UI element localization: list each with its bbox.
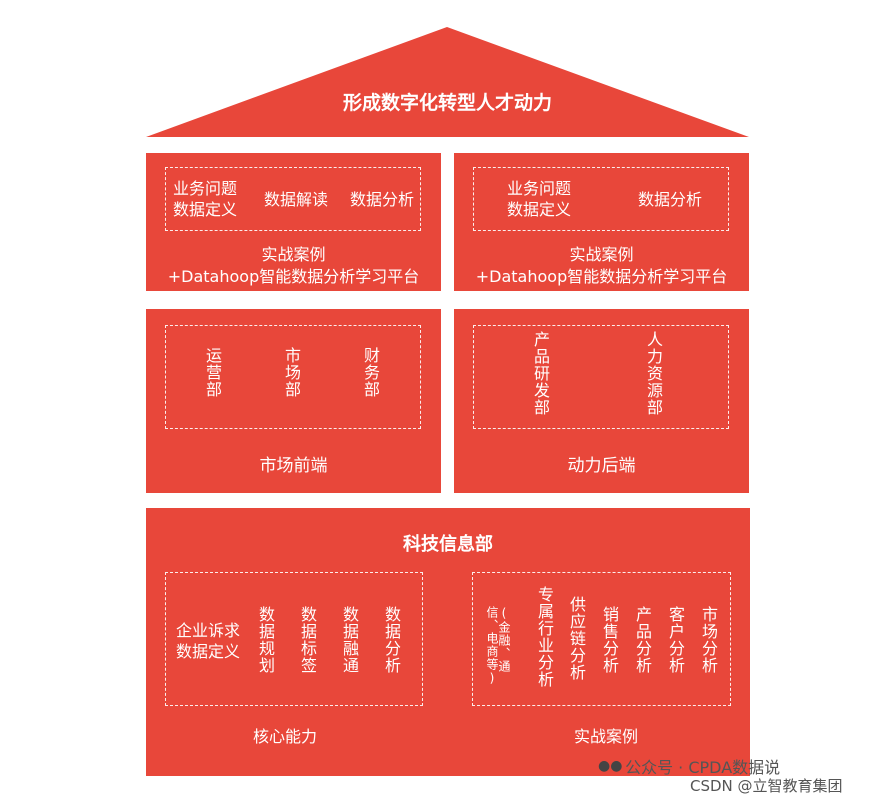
watermark-line1: 公众号 · CPDA数据说 [625, 758, 781, 777]
case-item-5: 客户分析 [666, 606, 685, 674]
top-right-panel: 业务问题 数据定义 数据分析 实战案例 +Datahoop智能数据分析学习平台 [454, 153, 749, 291]
top-right-item-2: 数据分析 [637, 190, 702, 209]
top-left-dashed-box [165, 167, 421, 231]
core-item-3: 数据融通 [340, 606, 359, 674]
cases-caption: 实战案例 [573, 727, 638, 746]
middle-right-panel: 产品研发部 人力资源部 动力后端 [454, 309, 749, 493]
watermark-line2: CSDN @立智教育集团 [690, 777, 843, 795]
top-right-item-1: 业务问题 数据定义 [506, 179, 571, 219]
middle-right-title: 动力后端 [567, 456, 636, 476]
dept-operations: 运营部 [203, 347, 222, 398]
case-item-4: 产品分析 [633, 606, 652, 674]
bottom-title: 科技信息部 [403, 534, 493, 555]
top-left-item-3: 数据分析 [349, 190, 414, 209]
top-left-item-2: 数据解读 [263, 190, 328, 209]
core-item-1: 数据规划 [256, 606, 275, 674]
middle-left-panel: 运营部 市场部 财务部 市场前端 [146, 309, 441, 493]
cases-note: (金融、通信、电商等) [485, 606, 511, 686]
top-left-panel: 业务问题 数据定义 数据解读 数据分析 实战案例 +Datahoop智能数据分析… [146, 153, 441, 291]
top-right-dashed-box [473, 167, 729, 231]
case-item-6: 市场分析 [699, 606, 718, 674]
core-dashed-box [165, 572, 423, 706]
dept-marketing: 市场部 [282, 347, 301, 398]
roof-shape [146, 27, 749, 137]
middle-right-dashed-box [473, 325, 729, 429]
core-caption: 核心能力 [252, 727, 317, 746]
core-lead: 企业诉求 数据定义 [175, 621, 240, 661]
wechat-icon: ●● [598, 758, 623, 774]
middle-left-dashed-box [165, 325, 421, 429]
core-item-4: 数据分析 [382, 606, 401, 674]
core-item-2: 数据标签 [298, 606, 317, 674]
roof-title: 形成数字化转型人才动力 [342, 92, 552, 114]
top-left-caption-2: +Datahoop智能数据分析学习平台 [167, 267, 420, 286]
bottom-panel: 科技信息部 企业诉求 数据定义 数据规划 数据标签 数据融通 数据分析 核心能力… [146, 508, 750, 776]
top-left-caption-1: 实战案例 [261, 245, 326, 264]
dept-rnd: 产品研发部 [531, 331, 550, 416]
case-item-3: 销售分析 [600, 606, 619, 674]
case-item-1: 专属行业分析 [535, 586, 554, 688]
case-item-2: 供应链分析 [567, 596, 586, 681]
top-right-caption-1: 实战案例 [569, 245, 634, 264]
middle-left-title: 市场前端 [259, 456, 328, 476]
dept-finance: 财务部 [361, 347, 380, 398]
cases-dashed-box [472, 572, 731, 706]
watermark: ●● 公众号 · CPDA数据说 [598, 754, 780, 778]
dept-hr: 人力资源部 [644, 331, 663, 416]
top-right-caption-2: +Datahoop智能数据分析学习平台 [475, 267, 728, 286]
top-left-item-1: 业务问题 数据定义 [172, 179, 237, 219]
